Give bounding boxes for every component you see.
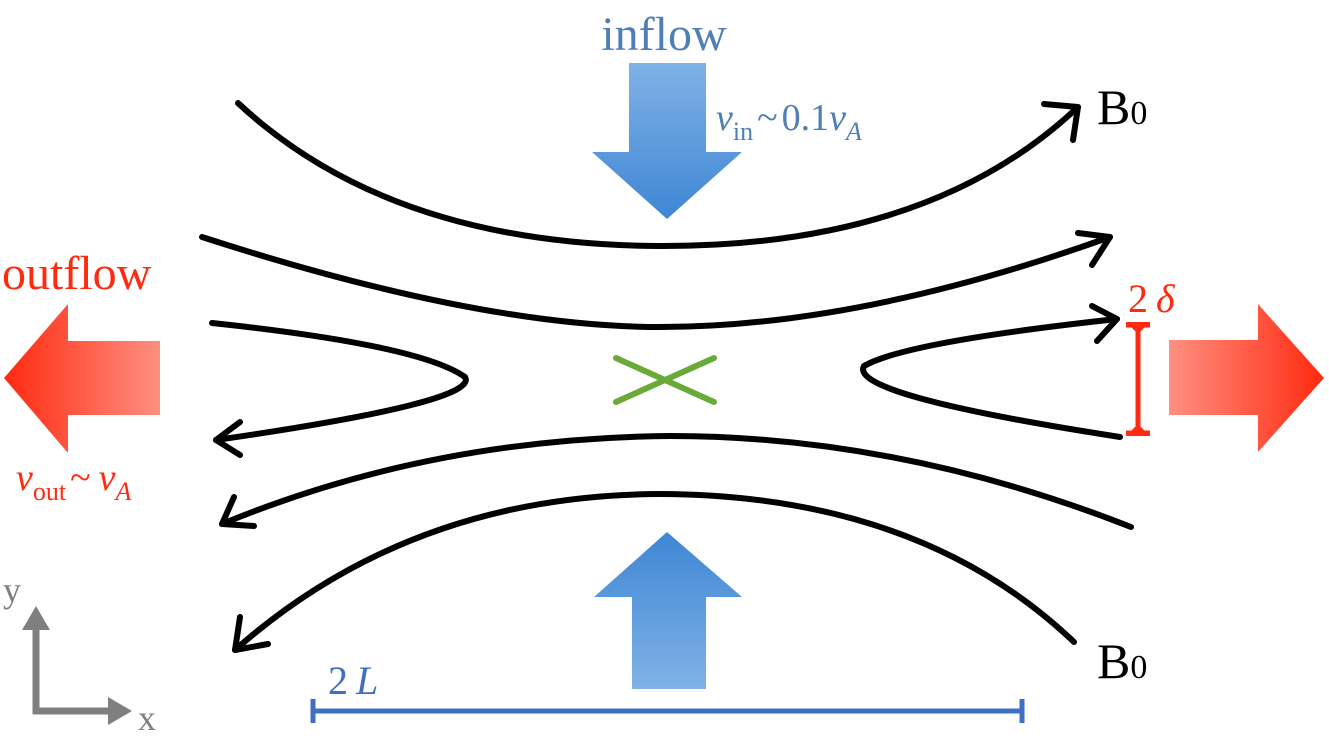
field-line-left-hairpin-arrowhead [213, 419, 243, 458]
vin-va: v [829, 97, 846, 139]
axis-y-label: y [3, 570, 21, 610]
axis-x-label: x [138, 698, 156, 738]
field-line-bottom-inner-arrowhead [219, 494, 257, 529]
y-axis-arrowhead [22, 606, 50, 630]
delta-bar-tip-bottom [1126, 424, 1150, 436]
x-axis-arrowhead [108, 697, 132, 725]
b0-bottom-main: B [1097, 633, 1130, 689]
field-line-bottom-outer [232, 491, 1077, 653]
vin-sub: in [733, 117, 753, 146]
vout-label: vout~vA [16, 457, 132, 506]
field-line-top-inner-arrowhead [1075, 230, 1113, 268]
field-line-right-hairpin-arrowhead [1089, 303, 1120, 344]
vout-va: v [99, 457, 116, 499]
b0-bottom-sub: 0 [1130, 649, 1147, 686]
length-sym: L [355, 658, 378, 703]
x-point-stroke-b [613, 355, 717, 405]
field-line-top-outer [235, 100, 1081, 250]
field-line-top-outer-arrowhead [1041, 101, 1081, 143]
inflow-label: inflow [601, 8, 727, 61]
length-num: 2 [328, 658, 348, 703]
field-line-bottom-outer-arrowhead [232, 614, 271, 653]
field-line-top-inner [199, 234, 1113, 330]
inflow-arrow-bottom [594, 532, 742, 689]
vin-coef: 0.1 [782, 97, 830, 139]
field-line-right-hairpin [860, 316, 1123, 440]
vout-v: v [16, 457, 33, 499]
field-line-bottom-inner [219, 433, 1134, 530]
outflow-label: outflow [2, 247, 152, 300]
b0-top-sub: 0 [1130, 95, 1147, 132]
delta-sym: δ [1156, 276, 1176, 321]
vin-v: v [716, 97, 733, 139]
delta-num: 2 [1128, 276, 1148, 321]
vin-sim: ~ [757, 97, 778, 139]
vout-sim: ~ [70, 457, 91, 499]
vout-va-sub: A [114, 477, 132, 506]
outflow-arrow-right [1169, 304, 1324, 452]
field-line-left-hairpin [209, 320, 469, 443]
b0-bottom-label: B0 [1097, 633, 1147, 689]
b0-top-label: B0 [1097, 79, 1147, 135]
inflow-arrow-top [592, 63, 742, 219]
outflow-arrow-left [4, 304, 160, 453]
b0-top-main: B [1097, 79, 1130, 135]
vin-va-sub: A [844, 117, 862, 146]
vin-label: vin~0.1vA [716, 97, 862, 146]
vout-sub: out [33, 477, 67, 506]
delta-bar-tip-top [1126, 322, 1150, 334]
